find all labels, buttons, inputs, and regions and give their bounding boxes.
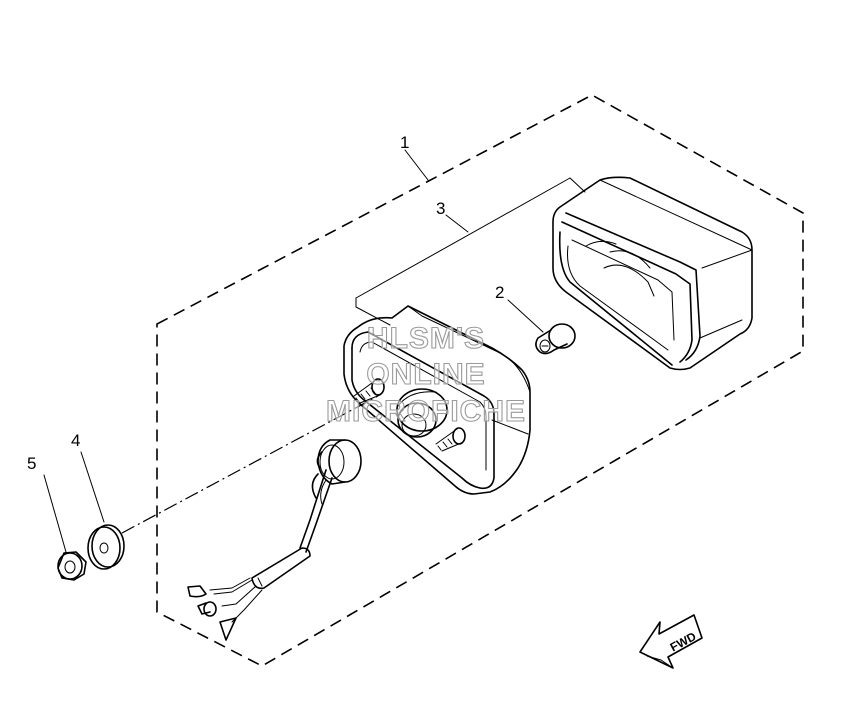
lens-housing bbox=[552, 176, 753, 371]
watermark: HLSM'S ONLINE MICROFICHE bbox=[325, 321, 526, 428]
assembly-boundary bbox=[156, 94, 804, 667]
leader-lines bbox=[43, 149, 544, 553]
callout-5: 5 bbox=[27, 454, 36, 473]
reflector-socket bbox=[396, 388, 448, 438]
callout-1: 1 bbox=[400, 133, 409, 152]
callout-4: 4 bbox=[71, 431, 80, 450]
fwd-label: FWD bbox=[668, 629, 699, 654]
assembly-axis bbox=[121, 395, 379, 534]
nut bbox=[57, 551, 87, 581]
mounting-stud-left bbox=[353, 378, 385, 404]
svg-text:MICROFICHE: MICROFICHE bbox=[326, 395, 526, 428]
base-housing bbox=[343, 305, 531, 495]
svg-text:HLSM'S: HLSM'S bbox=[367, 322, 485, 355]
bulb bbox=[535, 323, 576, 355]
socket-wire-harness bbox=[187, 439, 362, 641]
washer bbox=[87, 524, 125, 570]
part-3-bracket bbox=[355, 177, 586, 326]
mounting-stud-right bbox=[435, 427, 466, 452]
callout-2: 2 bbox=[495, 283, 504, 302]
fwd-direction-arrow: FWD bbox=[639, 614, 703, 669]
svg-text:ONLINE: ONLINE bbox=[366, 358, 485, 391]
callout-3: 3 bbox=[436, 199, 445, 218]
